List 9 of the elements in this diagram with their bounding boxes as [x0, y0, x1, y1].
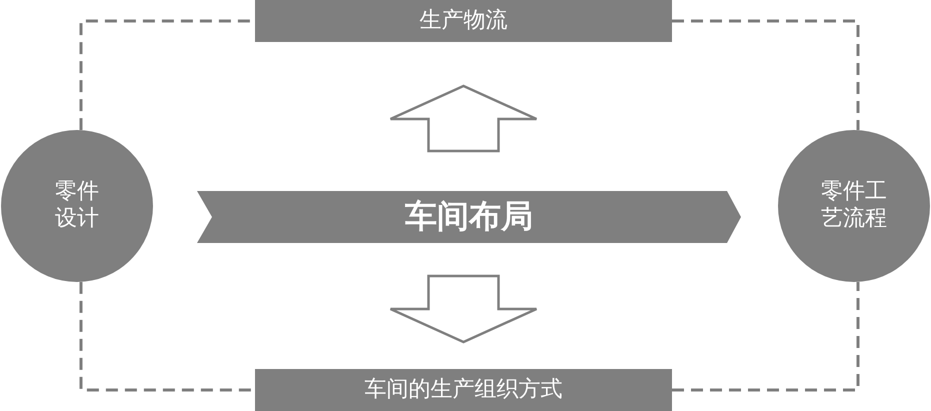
topic-circle: 零件工艺流程: [778, 130, 930, 282]
block-arrow: [389, 274, 538, 344]
title-bar: 车间的生产组织方式: [255, 369, 672, 411]
block-arrow: [389, 84, 538, 152]
title-bar: 生产物流: [255, 0, 672, 42]
dashed-connector: [672, 20, 860, 130]
topic-circle: 零件设计: [1, 130, 153, 282]
dashed-connector: [672, 282, 860, 392]
chevron-banner: 车间布局: [197, 191, 741, 243]
